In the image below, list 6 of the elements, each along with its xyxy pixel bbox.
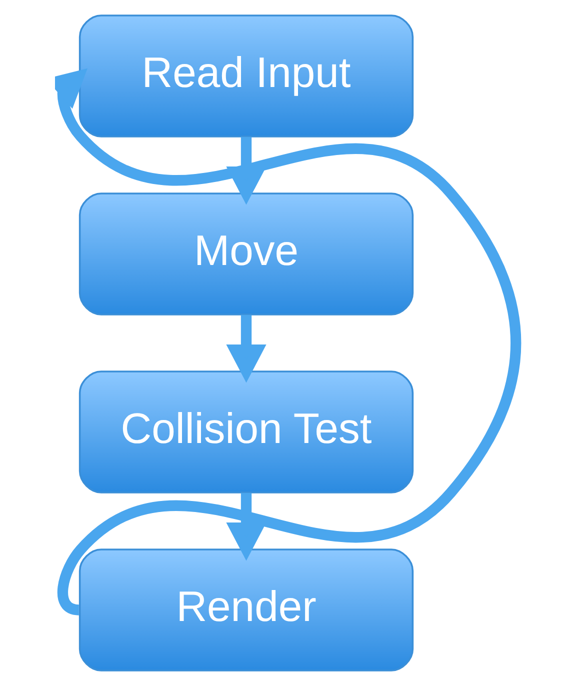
node-box: Move bbox=[78, 192, 414, 316]
arrow bbox=[226, 314, 266, 383]
node-box: Collision Test bbox=[78, 370, 414, 494]
node-box: Render bbox=[78, 548, 414, 672]
arrow bbox=[226, 492, 266, 561]
node-box: Read Input bbox=[78, 14, 414, 138]
